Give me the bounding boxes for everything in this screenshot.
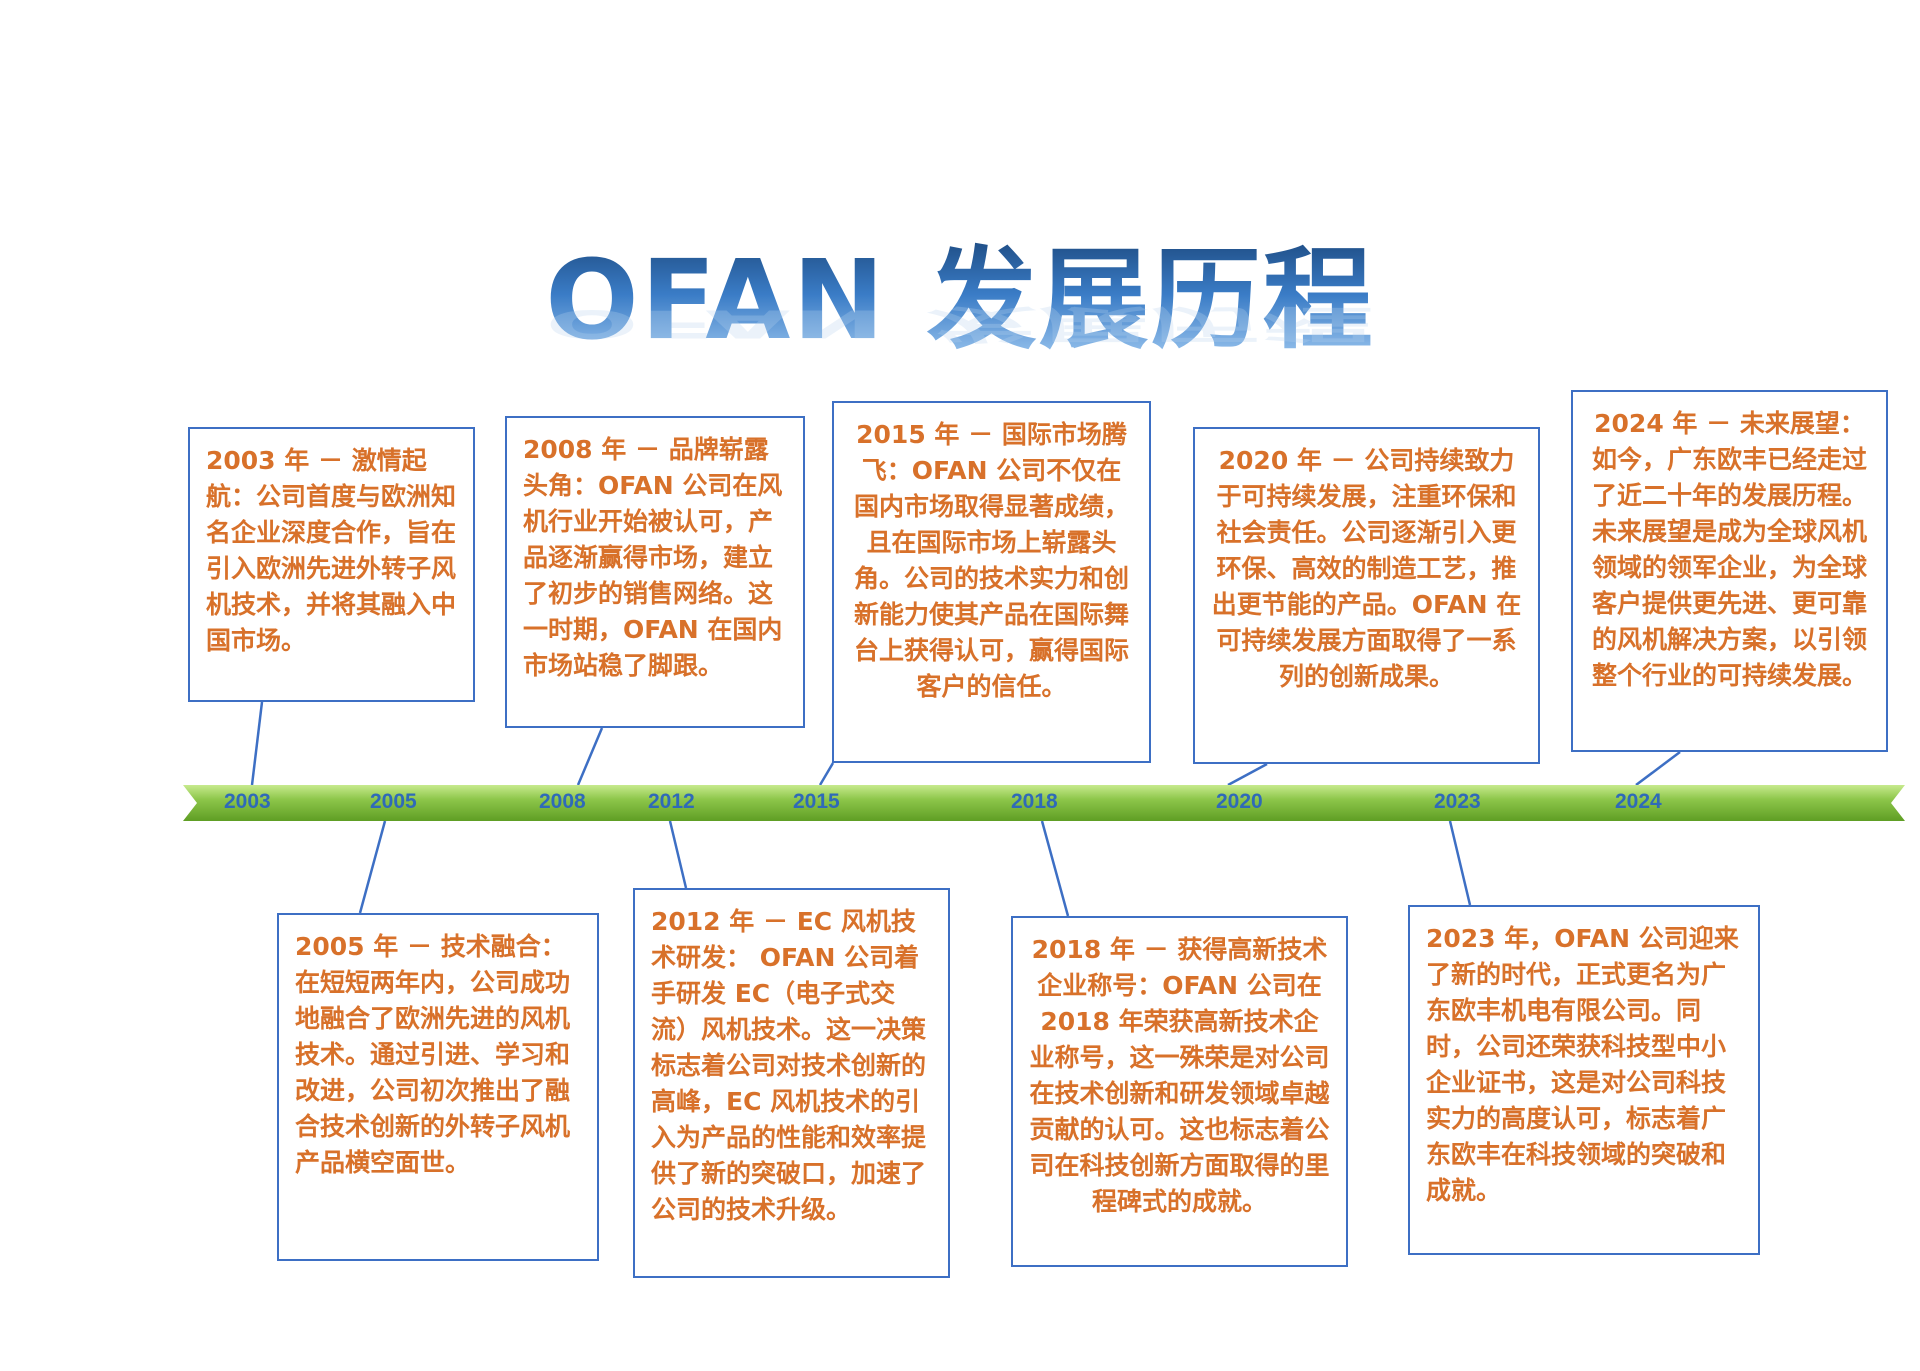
timeline-year-2024: 2024 bbox=[1615, 790, 1662, 813]
event-box-2005: 2005 年 － 技术融合：在短短两年内，公司成功地融合了欧洲先进的风机技术。通… bbox=[277, 913, 599, 1261]
connector-2005 bbox=[358, 820, 387, 914]
connector-2008 bbox=[576, 727, 604, 786]
connector-2012 bbox=[668, 820, 688, 889]
event-box-2020: 2020 年 － 公司持续致力于可持续发展，注重环保和社会责任。公司逐渐引入更环… bbox=[1193, 427, 1540, 764]
event-box-2018: 2018 年 － 获得高新技术企业称号：OFAN 公司在 2018 年荣获高新技… bbox=[1011, 916, 1348, 1267]
event-box-2023: 2023 年，OFAN 公司迎来了新的时代，正式更名为广东欧丰机电有限公司。同时… bbox=[1408, 905, 1760, 1255]
timeline-year-2003: 2003 bbox=[224, 790, 271, 813]
event-box-2012: 2012 年 － EC 风机技术研发： OFAN 公司着手研发 EC（电子式交流… bbox=[633, 888, 950, 1278]
timeline-year-2012: 2012 bbox=[648, 790, 695, 813]
timeline-year-2008: 2008 bbox=[539, 790, 586, 813]
connector-2015 bbox=[818, 762, 835, 786]
connector-2023 bbox=[1448, 820, 1472, 906]
timeline-year-2005: 2005 bbox=[370, 790, 417, 813]
event-box-2008: 2008 年 － 品牌崭露头角：OFAN 公司在风机行业开始被认可，产品逐渐赢得… bbox=[505, 416, 805, 728]
page-title: OFAN 发展历程 bbox=[0, 240, 1920, 361]
timeline-bar bbox=[183, 785, 1905, 821]
event-box-2003: 2003 年 － 激情起航：公司首度与欧洲知名企业深度合作，旨在引入欧洲先进外转… bbox=[188, 427, 475, 702]
timeline-year-2015: 2015 bbox=[793, 790, 840, 813]
connector-2018 bbox=[1040, 820, 1070, 917]
timeline-year-2023: 2023 bbox=[1434, 790, 1481, 813]
connector-2003 bbox=[250, 701, 264, 786]
timeline-year-2020: 2020 bbox=[1216, 790, 1263, 813]
connector-2020 bbox=[1227, 762, 1268, 787]
connector-2024 bbox=[1635, 751, 1681, 786]
event-box-2015: 2015 年 － 国际市场腾飞：OFAN 公司不仅在国内市场取得显著成绩，且在国… bbox=[832, 401, 1151, 763]
timeline-year-2018: 2018 bbox=[1011, 790, 1058, 813]
event-box-2024: 2024 年 － 未来展望：如今，广东欧丰已经走过了近二十年的发展历程。未来展望… bbox=[1571, 390, 1888, 752]
